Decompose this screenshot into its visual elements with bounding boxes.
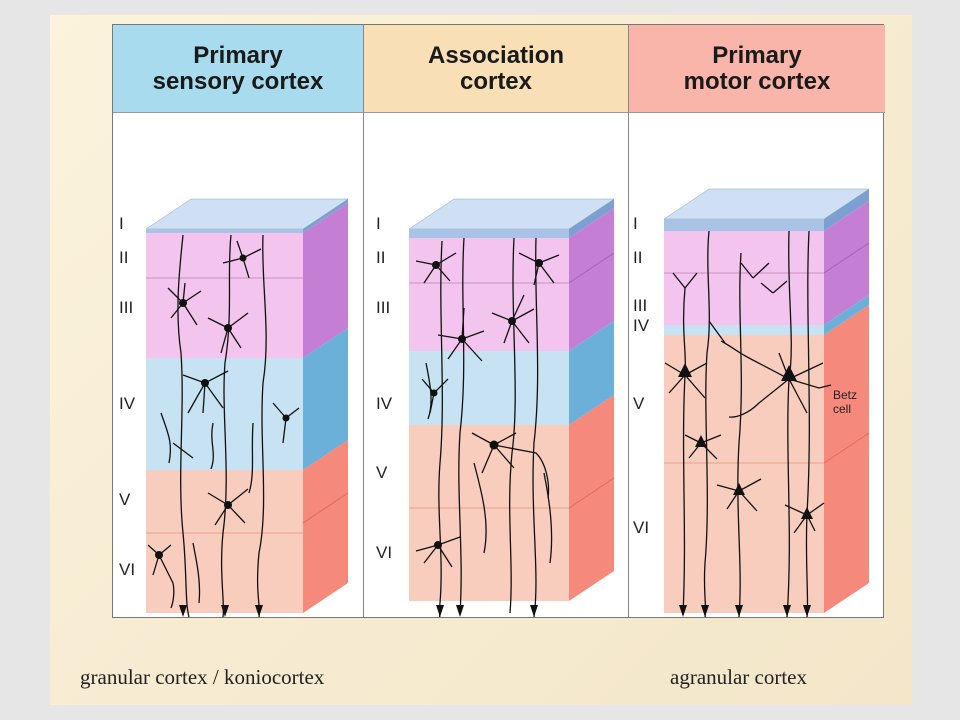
layer-label-II: II [633, 248, 642, 267]
layer-label-V: V [119, 490, 131, 509]
pyramidal-neuron [678, 363, 692, 377]
layer-label-VI: VI [376, 543, 392, 562]
neuron-somata [155, 254, 290, 559]
layer-IV [664, 325, 824, 335]
layer-label-VI: VI [119, 560, 135, 579]
neurons [147, 234, 300, 617]
side-layers-II-III [824, 201, 869, 325]
panel-title: Primary sensory cortex [113, 25, 363, 113]
panel-primary-motor-cortex: Primary motor cortex I II III IV V VI Be… [628, 25, 885, 617]
layer-label-III: III [633, 296, 647, 315]
side-layers-V-VI [303, 440, 348, 613]
side-layer-I [303, 199, 348, 233]
layers-V-VI [146, 470, 303, 613]
side-layer-IV [569, 321, 614, 425]
svg-text:Betz: Betz [833, 388, 857, 402]
side-layer-IV [824, 295, 869, 335]
layer-IV [409, 351, 569, 425]
layer-label-IV: IV [376, 394, 393, 413]
layer-label-V: V [633, 394, 645, 413]
side-layers-V-VI [569, 395, 614, 601]
side-layers-II-III [303, 203, 348, 358]
betz-cell-label: Betz cell [833, 388, 857, 416]
layer-label-V: V [376, 463, 388, 482]
side-layer-I [824, 189, 869, 231]
side-layer-IV [303, 328, 348, 470]
axon-arrowheads [679, 605, 811, 617]
layer-I [409, 229, 569, 238]
layers-V-VI [409, 425, 569, 601]
neuron-somata [678, 363, 813, 519]
layer-label-III: III [376, 298, 390, 317]
axon-arrowheads [179, 605, 263, 617]
axon-arrowheads [436, 605, 538, 617]
layer-label-IV: IV [119, 394, 136, 413]
association-cortex-column: I II III IV V VI [376, 198, 615, 617]
cortex-comparison-figure: Primary sensory cortex I II III IV V VI [112, 24, 885, 618]
layer-label-I: I [376, 214, 381, 233]
caption-granular-cortex: granular cortex / koniocortex [80, 665, 325, 689]
layer-label-VI: VI [633, 518, 649, 537]
layer-I [146, 229, 303, 233]
panel-primary-sensory-cortex: Primary sensory cortex I II III IV V VI [113, 25, 363, 617]
neuron-somata [430, 259, 543, 549]
layer-I [664, 219, 824, 231]
layer-label-II: II [376, 248, 385, 267]
side-layer-I [569, 199, 614, 238]
side-layers-II-III [569, 208, 614, 351]
layers-II-III [146, 233, 303, 358]
panel-title: Primary motor cortex [629, 25, 885, 113]
layers-II-III [409, 238, 569, 351]
layer-label-IV: IV [633, 316, 650, 335]
motor-cortex-column: I II III IV V VI Betz cell [633, 188, 870, 617]
panel-association-cortex: Association cortex I II III IV V VI [363, 25, 628, 617]
neurons [664, 230, 832, 617]
svg-text:cell: cell [833, 402, 851, 416]
betz-cell [781, 365, 797, 381]
layer-label-I: I [633, 214, 638, 233]
caption-agranular-cortex: agranular cortex [670, 665, 808, 689]
layer-label-III: III [119, 298, 133, 317]
side-layers-V-VI [824, 305, 869, 613]
layers-II-III [664, 231, 824, 325]
layer-label-I: I [119, 214, 124, 233]
sensory-cortex-column: I II III IV V VI [119, 198, 349, 617]
neurons [415, 237, 560, 617]
layer-label-II: II [119, 248, 128, 267]
panel-title: Association cortex [364, 25, 628, 113]
